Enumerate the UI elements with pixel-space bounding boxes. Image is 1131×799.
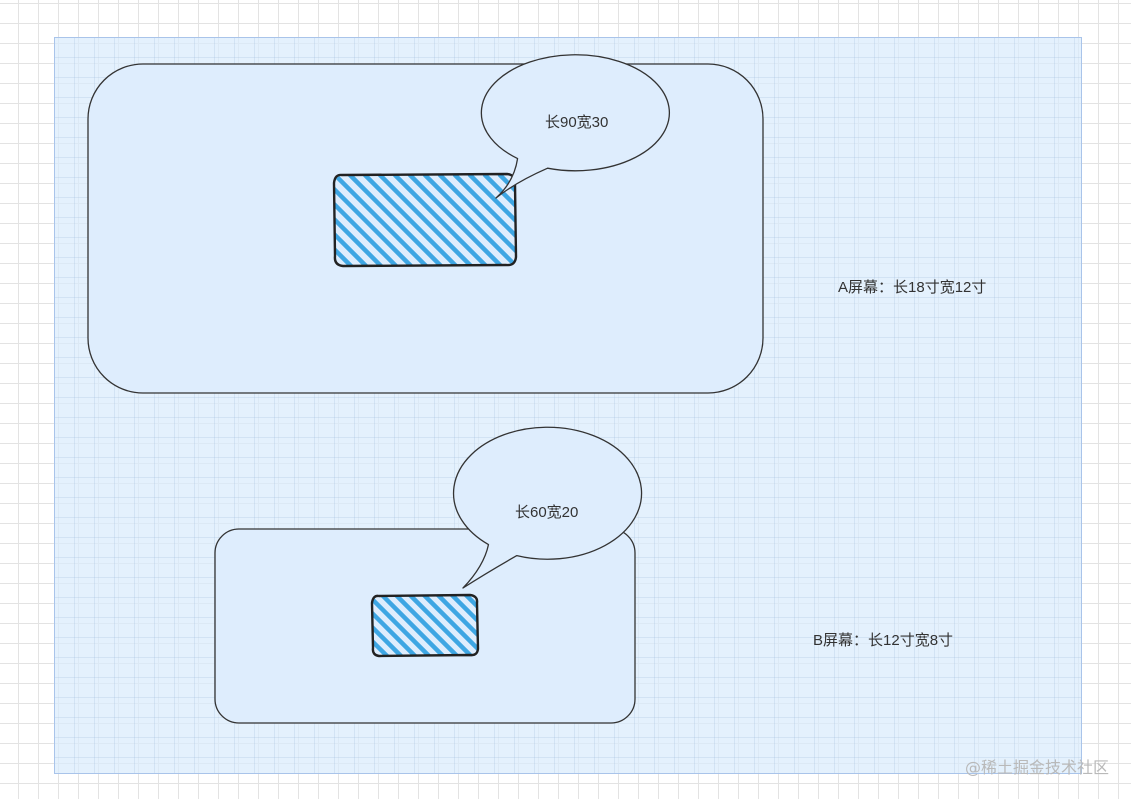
screen-a-label: A屏幕：长18寸宽12寸 (838, 279, 987, 296)
element-b-hatched (370, 593, 480, 658)
callout-a-text: 长90宽30 (545, 114, 609, 131)
screen-b-label: B屏幕：长12寸宽8寸 (813, 632, 954, 649)
element-a-hatched (332, 172, 518, 268)
callout-b-text: 长60宽20 (515, 504, 579, 521)
callout-bubble-b (452, 426, 643, 589)
callout-bubble-a (480, 54, 671, 199)
watermark: @稀土掘金技术社区 (964, 758, 1109, 777)
